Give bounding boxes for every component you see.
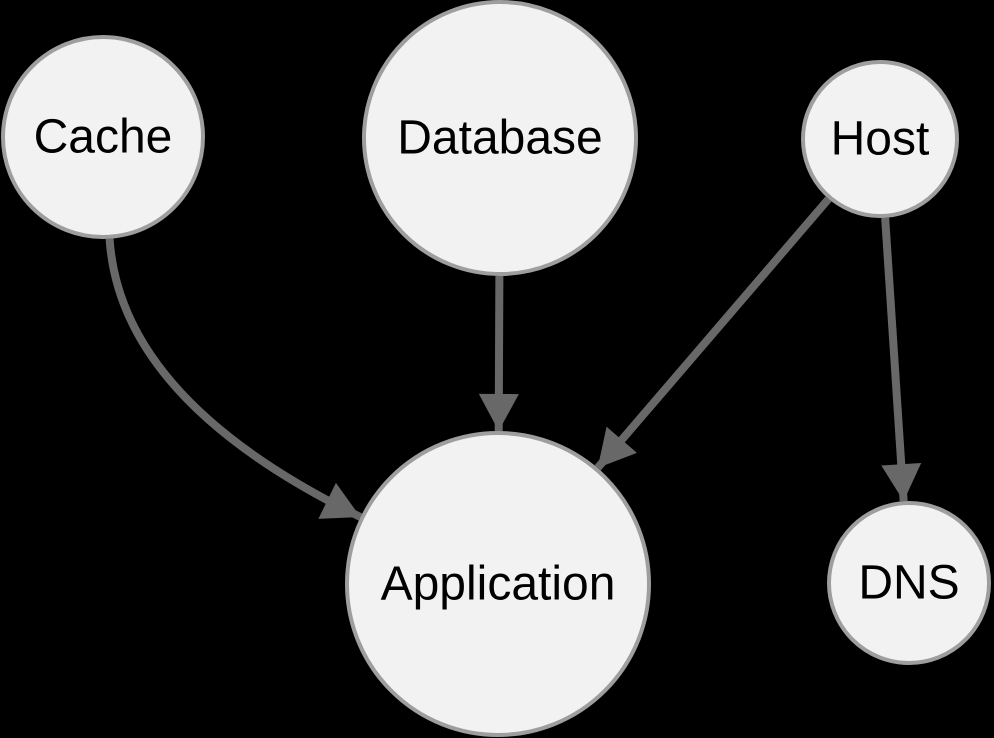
node-label-database: Database: [397, 112, 602, 165]
arrowhead-database-application: [478, 393, 519, 432]
edge-line-host-dns: [881, 217, 908, 502]
edge-host-dns: [881, 217, 922, 502]
node-cache[interactable]: Cache: [1, 35, 205, 239]
node-database[interactable]: Database: [362, 0, 638, 276]
edge-cache-application: [105, 238, 363, 521]
arrowhead-host-dns: [881, 462, 922, 502]
node-circle-database[interactable]: [362, 0, 638, 276]
arrowhead-cache-application: [318, 482, 361, 519]
edge-host-application: [594, 196, 832, 471]
node-circle-host[interactable]: [801, 60, 959, 218]
node-circle-cache[interactable]: [1, 35, 205, 239]
node-label-host: Host: [831, 113, 930, 166]
node-host[interactable]: Host: [801, 60, 959, 218]
node-label-dns: DNS: [858, 557, 959, 610]
arrowhead-host-application: [597, 426, 637, 468]
edge-line-cache-application: [105, 238, 363, 521]
edge-database-application: [478, 275, 519, 432]
node-circle-dns[interactable]: [827, 501, 991, 665]
node-label-cache: Cache: [34, 111, 173, 164]
node-dns[interactable]: DNS: [827, 501, 991, 665]
node-circle-application[interactable]: [345, 431, 651, 737]
node-application[interactable]: Application: [345, 431, 651, 737]
edge-line-host-application: [594, 196, 832, 471]
node-label-application: Application: [381, 558, 616, 611]
